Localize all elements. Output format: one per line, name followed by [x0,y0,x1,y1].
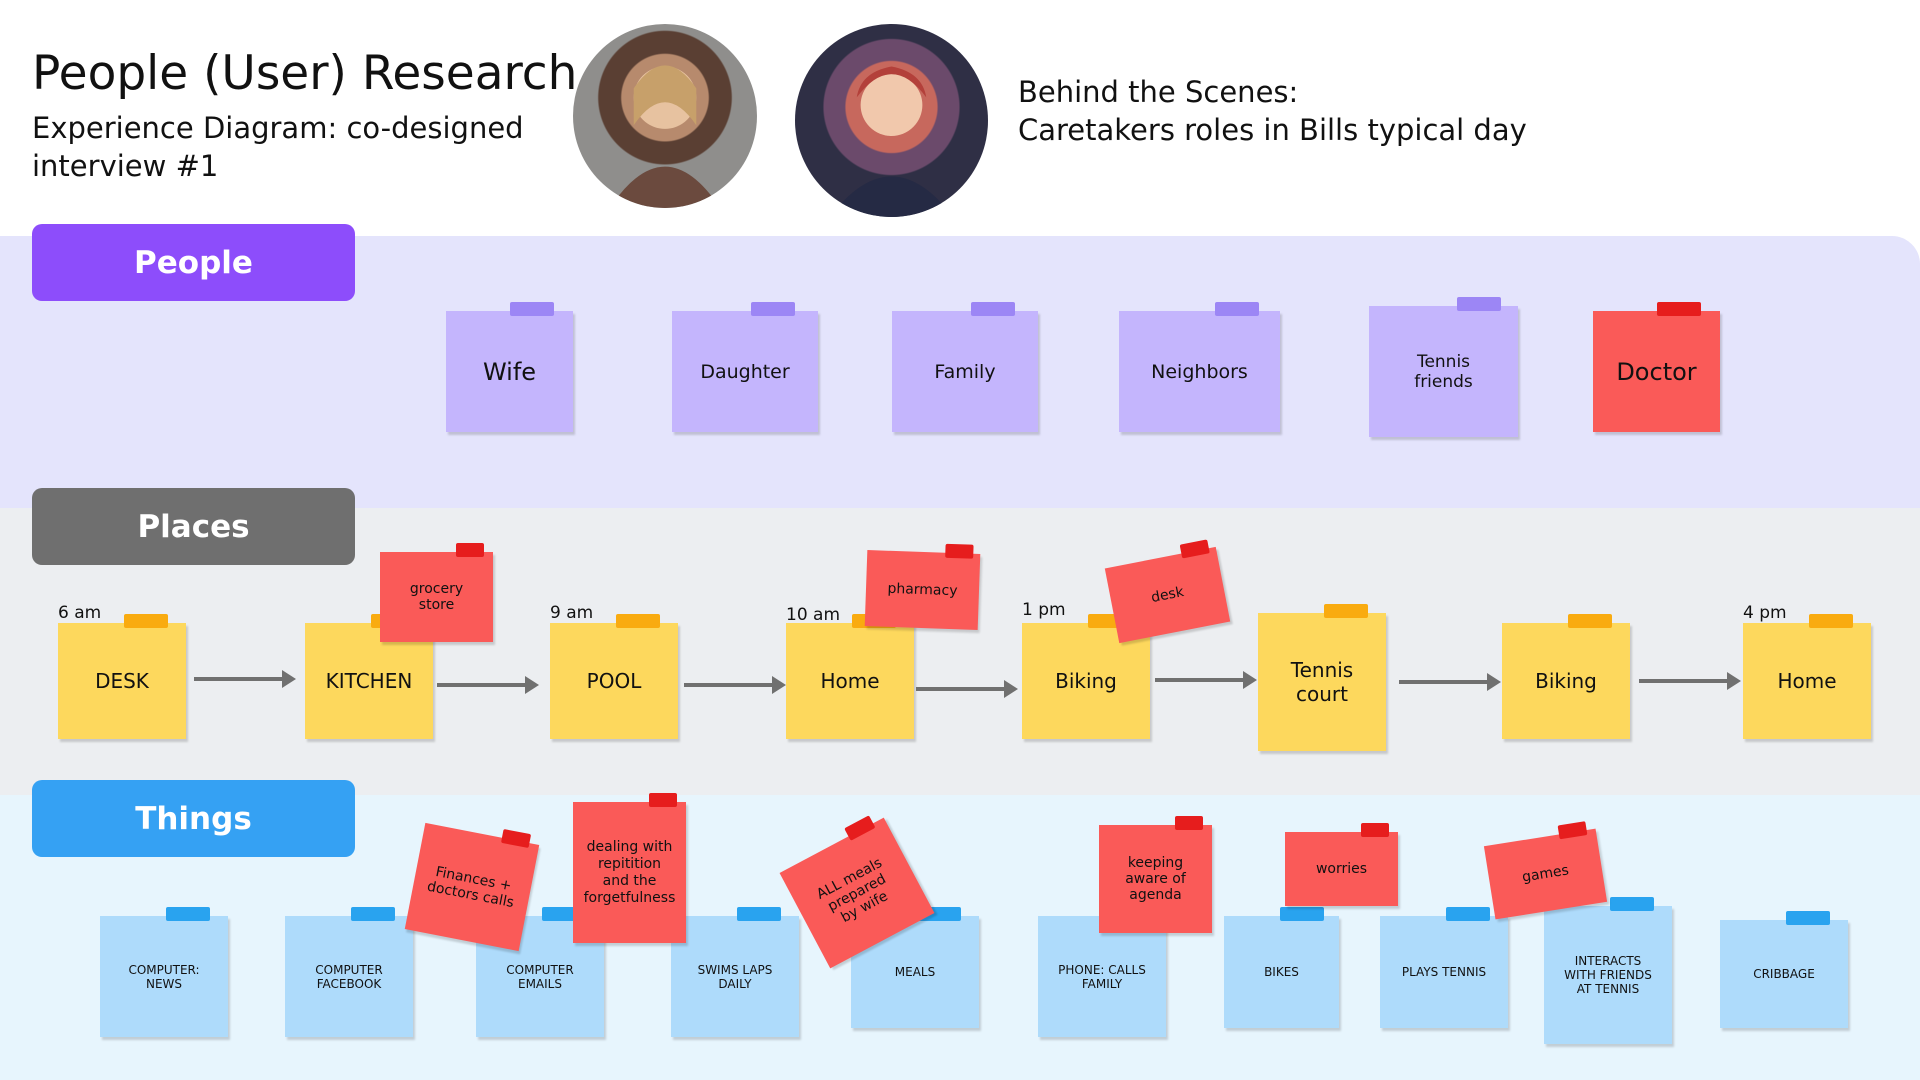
people-note-daughter[interactable]: Daughter [672,302,818,432]
place-note-pool[interactable]: POOL [550,614,678,739]
place-note-desk[interactable]: DESK [58,614,186,739]
time-label-6am: 6 am [58,603,102,623]
place-note-home-2[interactable]: Home [1743,614,1871,739]
arrow-biking-home [1639,672,1741,690]
thing-note-meals[interactable]: MEALS [851,907,979,1028]
thing-note-swims-laps[interactable]: SWIMS LAPS DAILY [671,907,799,1037]
place-note-tennis-court[interactable]: Tennis court [1258,604,1386,751]
behind-line-2: Caretakers roles in Bills typical day [1018,113,1527,147]
arrow-kitchen-pool [437,676,539,694]
thing-note-cribbage[interactable]: CRIBBAGE [1720,911,1848,1028]
place-red-note-pharmacy[interactable]: pharmacy [864,543,981,630]
place-note-home[interactable]: Home [786,614,914,739]
time-label-10am: 10 am [786,605,841,625]
arrow-pool-home [684,676,786,694]
people-note-neighbors[interactable]: Neighbors [1119,302,1280,432]
people-note-family[interactable]: Family [892,302,1038,432]
arrow-desk-kitchen [194,670,296,688]
caretaker-photo-2 [795,24,988,217]
time-label-4pm: 4 pm [1743,603,1787,623]
time-label-1pm: 1 pm [1022,600,1066,620]
people-note-tennis-friends[interactable]: Tennis friends [1369,297,1518,437]
places-header: Places [32,488,355,565]
thing-red-note-worries[interactable]: worries [1285,823,1398,906]
place-red-note-grocery[interactable]: grocery store [380,543,493,642]
page-title: People (User) Research [32,46,578,101]
arrow-tennis-biking [1399,673,1501,691]
people-note-wife[interactable]: Wife [446,302,573,432]
page-subtitle: Experience Diagram: co-designed intervie… [32,111,524,183]
people-note-doctor[interactable]: Doctor [1593,302,1720,432]
arrow-biking-tennis [1155,671,1257,689]
thing-note-computer-news[interactable]: COMPUTER: NEWS [100,907,228,1037]
thing-red-note-repitition[interactable]: dealing with repitition and the forgetfu… [573,793,686,943]
thing-note-interacts-friends[interactable]: INTERACTS WITH FRIENDS AT TENNIS [1544,897,1672,1044]
behind-the-scenes: Behind the Scenes: Caretakers roles in B… [1018,73,1527,149]
arrow-home-biking [916,680,1018,698]
thing-note-bikes[interactable]: BIKES [1224,907,1339,1028]
time-label-9am: 9 am [550,603,594,623]
thing-red-note-finances[interactable]: Finances + doctors calls [404,822,540,952]
behind-line-1: Behind the Scenes: [1018,75,1299,109]
thing-note-plays-tennis[interactable]: PLAYS TENNIS [1380,907,1508,1028]
thing-note-phone-calls[interactable]: PHONE: CALLS FAMILY [1038,907,1166,1037]
things-header: Things [32,780,355,857]
people-header: People [32,224,355,301]
caretaker-photo-1 [573,24,757,208]
place-note-biking-2[interactable]: Biking [1502,614,1630,739]
thing-note-computer-facebook[interactable]: COMPUTER FACEBOOK [285,907,413,1037]
thing-red-note-agenda[interactable]: keeping aware of agenda [1099,816,1212,933]
